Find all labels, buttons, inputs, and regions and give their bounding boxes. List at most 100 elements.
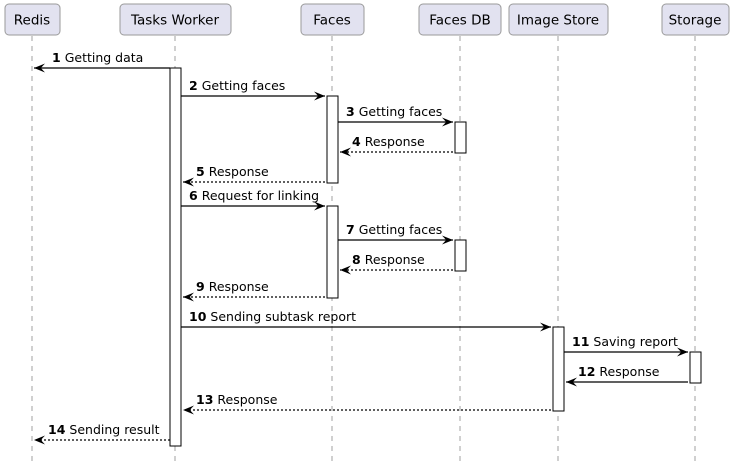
message-label-2: 2 Getting faces [189,78,285,93]
participant-faces[interactable]: Faces [300,3,365,36]
message-seq-6: 6 [189,188,198,203]
arrowhead-12 [566,377,577,387]
message-text-14: Sending result [69,422,159,437]
activation-bar-faces-1 [326,95,339,184]
participant-label-facesdb: Faces DB [429,13,491,29]
message-label-1: 1 Getting data [52,50,143,65]
message-text-11: Saving report [593,334,678,349]
message-seq-4: 4 [352,134,361,149]
activation-bar-facesdb-4 [454,239,467,272]
arrowhead-6 [314,201,325,211]
message-1 [34,63,170,73]
participant-label-faces: Faces [313,13,351,29]
participant-box-facesdb[interactable] [418,3,502,36]
arrowhead-7 [442,235,453,245]
participant-box-storage[interactable] [661,3,730,36]
message-text-9: Response [209,279,269,294]
arrowhead-13 [183,405,194,415]
message-text-7: Getting faces [359,222,443,237]
message-seq-1: 1 [52,50,61,65]
arrowhead-3 [442,117,453,127]
participant-redis[interactable]: Redis [4,3,61,36]
message-text-3: Getting faces [359,104,443,119]
message-seq-5: 5 [196,164,205,179]
message-7 [338,235,453,245]
message-label-9: 9 Response [196,279,269,294]
message-9 [183,292,325,302]
message-text-5: Response [209,164,269,179]
arrowhead-2 [314,91,325,101]
participant-box-faces[interactable] [300,3,365,36]
participant-tasks[interactable]: Tasks Worker [119,3,232,36]
message-4 [340,147,453,157]
messages-layer [34,63,688,445]
lifelines-layer [31,36,696,466]
message-label-5: 5 Response [196,164,269,179]
arrowhead-9 [183,292,194,302]
message-text-6: Request for linking [202,188,319,203]
activations-layer [169,67,702,447]
participant-box-redis[interactable] [4,3,61,36]
message-seq-7: 7 [346,222,355,237]
arrowhead-4 [340,147,351,157]
activation-bar-storage-6 [689,351,702,384]
message-text-8: Response [365,252,425,267]
message-text-10: Sending subtask report [210,309,356,324]
message-seq-3: 3 [346,104,355,119]
arrowhead-10 [540,322,551,332]
message-label-8: 8 Response [352,252,425,267]
message-8 [340,265,453,275]
message-label-11: 11 Saving report [572,334,678,349]
message-text-13: Response [217,392,277,407]
participant-storage[interactable]: Storage [661,3,730,36]
activation-bar-faces-3 [326,205,339,299]
message-text-2: Getting faces [202,78,286,93]
message-12 [566,377,688,387]
message-label-3: 3 Getting faces [346,104,442,119]
message-2 [181,91,325,101]
arrowhead-14 [34,435,45,445]
participant-box-tasks[interactable] [119,3,232,36]
message-5 [183,177,325,187]
participant-imagestore[interactable]: Image Store [508,3,609,36]
participant-label-redis: Redis [14,13,50,29]
activation-bar-imagestore-5 [552,326,565,412]
message-seq-11: 11 [572,334,589,349]
arrowhead-5 [183,177,194,187]
message-13 [183,405,551,415]
message-3 [338,117,453,127]
participant-label-tasks: Tasks Worker [130,13,219,29]
message-text-1: Getting data [65,50,144,65]
message-seq-12: 12 [578,364,595,379]
message-seq-9: 9 [196,279,205,294]
participant-facesdb[interactable]: Faces DB [418,3,502,36]
message-label-7: 7 Getting faces [346,222,442,237]
message-seq-14: 14 [48,422,66,437]
message-11 [564,347,688,357]
message-seq-2: 2 [189,78,198,93]
message-seq-13: 13 [196,392,213,407]
message-text-12: Response [599,364,659,379]
message-6 [181,201,325,211]
message-label-12: 12 Response [578,364,660,379]
participant-box-imagestore[interactable] [508,3,609,36]
participant-label-imagestore: Image Store [517,13,599,29]
message-label-6: 6 Request for linking [189,188,319,203]
message-seq-8: 8 [352,252,361,267]
message-label-13: 13 Response [196,392,278,407]
arrowhead-1 [34,63,45,73]
message-14 [34,435,170,445]
arrowhead-8 [340,265,351,275]
activation-bar-tasks-0 [169,67,182,447]
participant-label-storage: Storage [669,13,722,29]
message-10 [181,322,551,332]
activation-bar-facesdb-2 [454,121,467,154]
participants-layer: Redis Tasks Worker Faces Faces DB Image Stor… [4,3,730,36]
arrowhead-11 [677,347,688,357]
